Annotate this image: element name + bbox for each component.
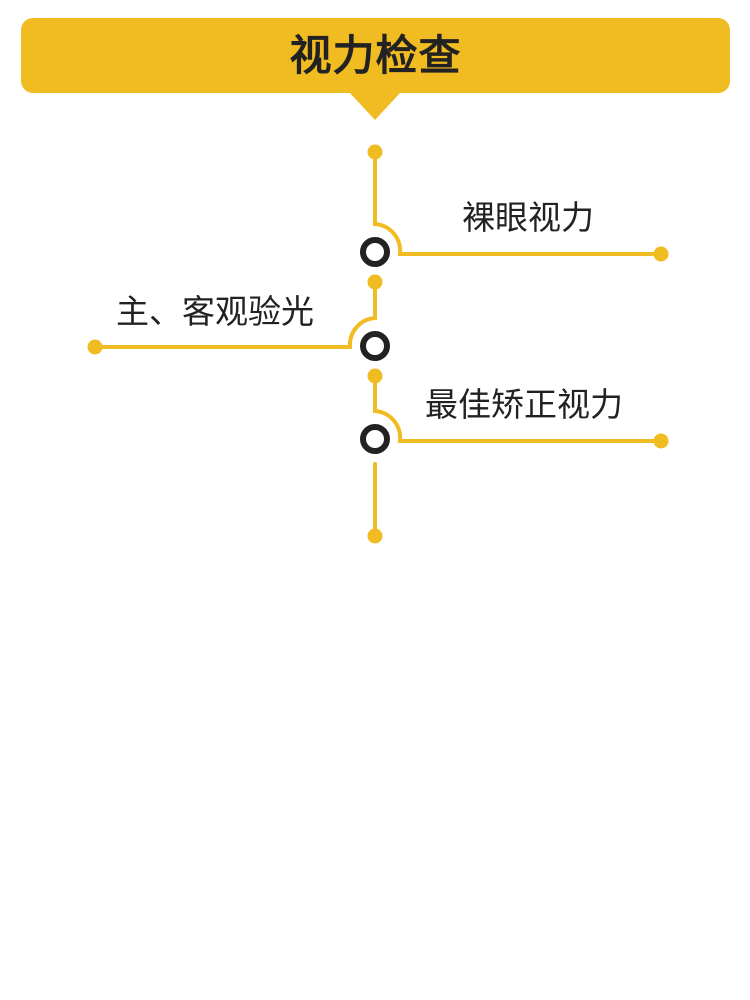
branch-end-dot-3 — [653, 433, 669, 449]
banner-pointer — [349, 92, 401, 120]
branch-label-1: 裸眼视力 — [462, 198, 594, 237]
title-banner: 视力检查 — [21, 18, 730, 93]
node-ring-1 — [360, 237, 390, 267]
branch-label-3: 最佳矫正视力 — [425, 385, 623, 424]
trunk-start-dot — [367, 144, 383, 160]
node-ring-3 — [360, 424, 390, 454]
node-ring-2 — [360, 331, 390, 361]
branch-label-2: 主、客观验光 — [116, 292, 314, 331]
trunk-dot-2 — [367, 274, 383, 290]
trunk-end-dot — [367, 528, 383, 544]
branch-end-dot-1 — [653, 246, 669, 262]
trunk-dot-3 — [367, 368, 383, 384]
page-title: 视力检查 — [289, 31, 462, 80]
branch-connector-3 — [373, 374, 663, 443]
branch-end-dot-2 — [87, 339, 103, 355]
branch-connector-2 — [93, 280, 377, 349]
branch-connector-1 — [373, 150, 663, 256]
